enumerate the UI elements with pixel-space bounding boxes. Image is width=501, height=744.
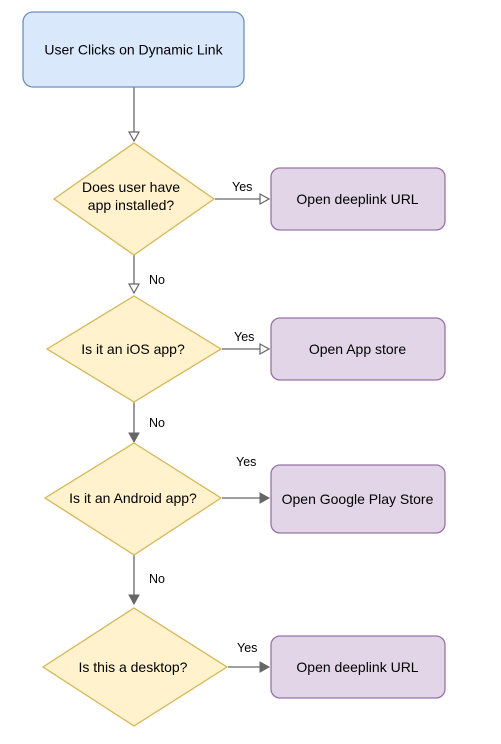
edges xyxy=(134,87,269,673)
action-open-app-store-label: Open App store xyxy=(309,341,407,357)
decision-installed-label-line2: app installed? xyxy=(88,197,175,213)
decision-desktop-label: Is this a desktop? xyxy=(79,659,188,675)
edge-label-ios-yes: Yes xyxy=(234,330,254,344)
action-open-play-store: Open Google Play Store xyxy=(270,464,446,534)
decision-android: Is it an Android app? xyxy=(43,442,223,556)
edge-label-android-yes: Yes xyxy=(236,455,256,469)
decision-ios-diamond xyxy=(45,295,223,403)
edge-labels: Yes No Yes No Yes No Yes xyxy=(149,180,257,655)
decision-android-label: Is it an Android app? xyxy=(69,490,197,506)
decision-ios-label: Is it an iOS app? xyxy=(81,341,185,357)
decision-installed-diamond xyxy=(52,142,216,256)
action-open-deeplink-2: Open deeplink URL xyxy=(270,635,446,699)
decision-installed-label-line1: Does user have xyxy=(82,179,180,195)
action-open-deeplink-2-label: Open deeplink URL xyxy=(296,659,418,675)
action-open-deeplink-1-label: Open deeplink URL xyxy=(296,191,418,207)
start-node-box xyxy=(22,11,245,88)
action-open-deeplink-1-box xyxy=(270,167,446,231)
decision-installed: Does user have app installed? xyxy=(52,142,216,256)
action-open-play-store-label: Open Google Play Store xyxy=(282,491,434,507)
edge-label-installed-no: No xyxy=(149,273,165,287)
edge-label-desktop-yes: Yes xyxy=(237,641,257,655)
action-open-deeplink-2-box xyxy=(270,635,446,699)
decision-desktop-diamond xyxy=(41,607,229,727)
edge-label-ios-no: No xyxy=(149,416,165,430)
edge-label-installed-yes: Yes xyxy=(232,180,252,194)
start-node-label: User Clicks on Dynamic Link xyxy=(44,42,223,58)
action-open-app-store-box xyxy=(270,317,446,381)
action-open-deeplink-1: Open deeplink URL xyxy=(270,167,446,231)
action-open-app-store: Open App store xyxy=(270,317,446,381)
start-node: User Clicks on Dynamic Link xyxy=(22,11,245,88)
edge-label-android-no: No xyxy=(149,572,165,586)
decision-ios: Is it an iOS app? xyxy=(45,295,223,403)
action-open-play-store-box xyxy=(270,464,446,534)
decision-android-diamond xyxy=(43,442,223,556)
decision-desktop: Is this a desktop? xyxy=(41,607,229,727)
